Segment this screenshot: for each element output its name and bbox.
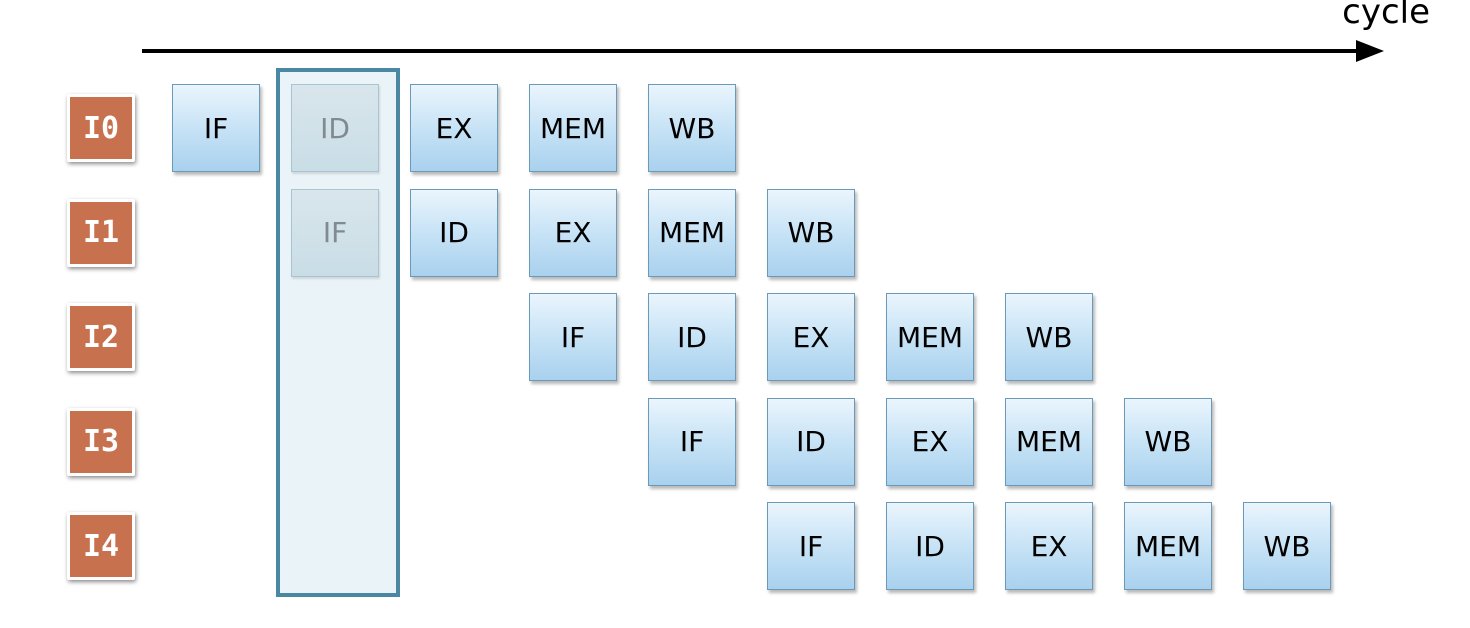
- stage-wb: WB: [1243, 502, 1331, 590]
- instruction-label: I4: [67, 512, 135, 580]
- instruction-label: I3: [67, 407, 135, 476]
- stage-mem: MEM: [529, 84, 617, 172]
- stage-ex: EX: [886, 397, 974, 486]
- stage-mem: MEM: [886, 293, 974, 381]
- stage-id: ID: [291, 84, 379, 172]
- axis-title: cycle: [1342, 0, 1430, 32]
- stage-wb: WB: [1005, 293, 1093, 381]
- stage-if: IF: [291, 188, 379, 277]
- stage-id: ID: [767, 397, 855, 486]
- stage-mem: MEM: [1005, 397, 1093, 486]
- stage-ex: EX: [410, 84, 498, 172]
- stage-id: ID: [410, 188, 498, 277]
- cycle-axis-line: [142, 49, 1364, 53]
- axis-arrowhead-icon: [1356, 40, 1384, 62]
- stage-wb: WB: [1124, 397, 1212, 486]
- stage-if: IF: [529, 293, 617, 381]
- stage-if: IF: [172, 84, 260, 172]
- stage-wb: WB: [767, 188, 855, 277]
- stage-id: ID: [886, 502, 974, 590]
- stage-mem: MEM: [1124, 502, 1212, 590]
- stage-mem: MEM: [648, 188, 736, 277]
- instruction-label: I1: [67, 198, 135, 267]
- stage-ex: EX: [767, 293, 855, 381]
- stage-ex: EX: [529, 188, 617, 277]
- stage-wb: WB: [648, 84, 736, 172]
- stage-if: IF: [767, 502, 855, 590]
- stage-ex: EX: [1005, 502, 1093, 590]
- instruction-label: I0: [67, 94, 135, 162]
- instruction-label: I2: [67, 303, 135, 371]
- stage-if: IF: [648, 397, 736, 486]
- stage-id: ID: [648, 293, 736, 381]
